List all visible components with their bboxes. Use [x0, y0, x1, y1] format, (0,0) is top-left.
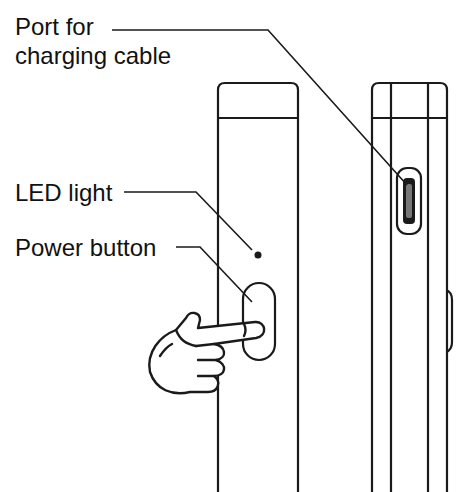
side-strip: [427, 83, 429, 492]
port-slot: [406, 184, 412, 218]
part-label: LED light: [15, 178, 125, 207]
device-side: [372, 83, 447, 492]
device-band: [218, 117, 298, 119]
device-band: [372, 117, 447, 119]
pointing-hand: [149, 313, 264, 393]
leader-line: [176, 247, 252, 302]
led-dot: [255, 252, 262, 259]
side-strip: [390, 83, 392, 492]
part-label: Power button: [15, 233, 180, 262]
device-front: [218, 83, 298, 492]
port-slot: [403, 178, 415, 224]
part-label: Port for charging cable: [15, 12, 185, 70]
